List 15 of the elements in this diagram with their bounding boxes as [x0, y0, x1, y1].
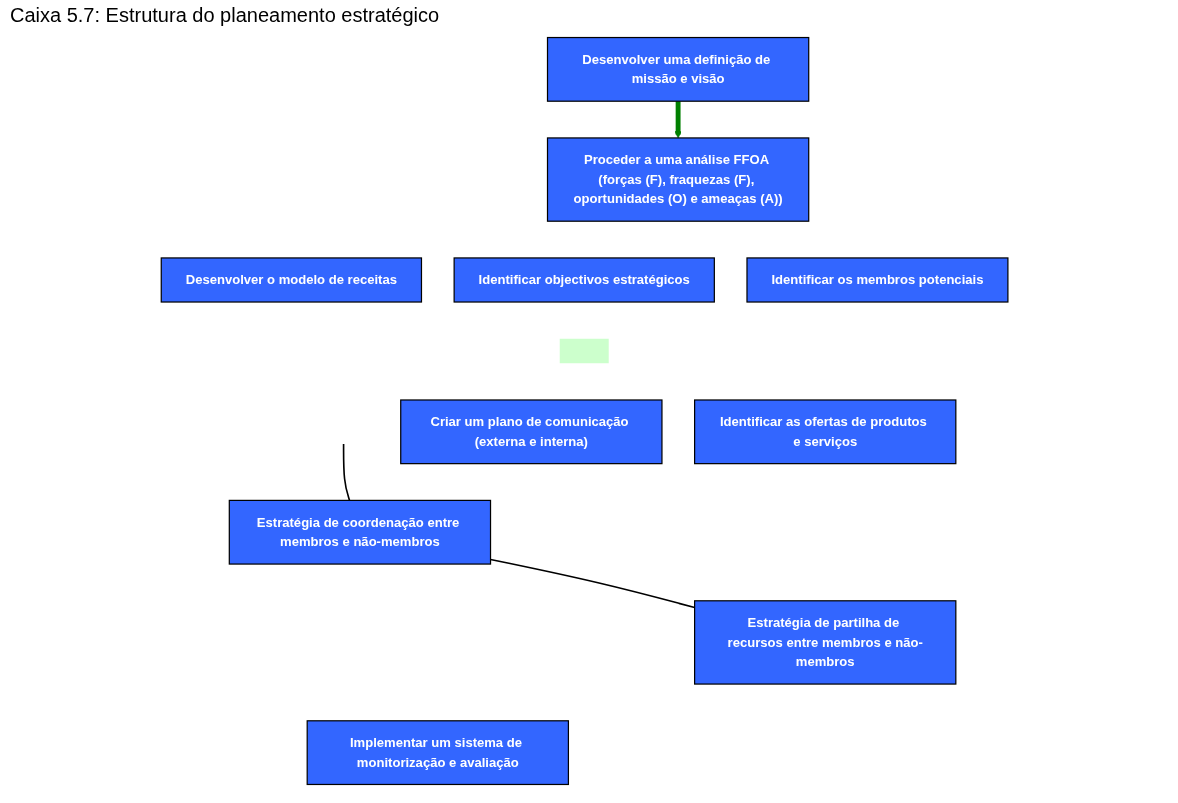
node-box: Identificar os membros potenciais — [746, 257, 1009, 303]
node-box: Desenvolver o modelo de receitas — [161, 257, 423, 303]
node-box: Implementar um sistema de monitorização e avaliação — [307, 720, 570, 786]
node-box: Estratégia de coordenação entre membros e não-membros — [229, 499, 492, 565]
node-box: Proceder a uma análise FFOA (forças (F), fraquezas (F), oportunidades (O) e ameaças (A)) — [547, 137, 810, 222]
node-arrow — [560, 338, 610, 364]
node-box: Estratégia de partilha de recursos entre membros e não-membros — [694, 600, 957, 685]
connector — [490, 558, 696, 609]
node-box: Identificar objectivos estratégicos — [453, 257, 716, 303]
diagram-title: Caixa 5.7: Estrutura do planeamento estratégico — [10, 4, 441, 27]
node-box: Desenvolver uma definição de missão e visão — [547, 36, 810, 102]
connector — [343, 443, 351, 502]
node-box: Identificar as ofertas de produtos e serviços — [694, 399, 957, 465]
node-box: Criar um plano de comunicação (externa e interna) — [400, 399, 663, 465]
arrow — [674, 101, 683, 139]
